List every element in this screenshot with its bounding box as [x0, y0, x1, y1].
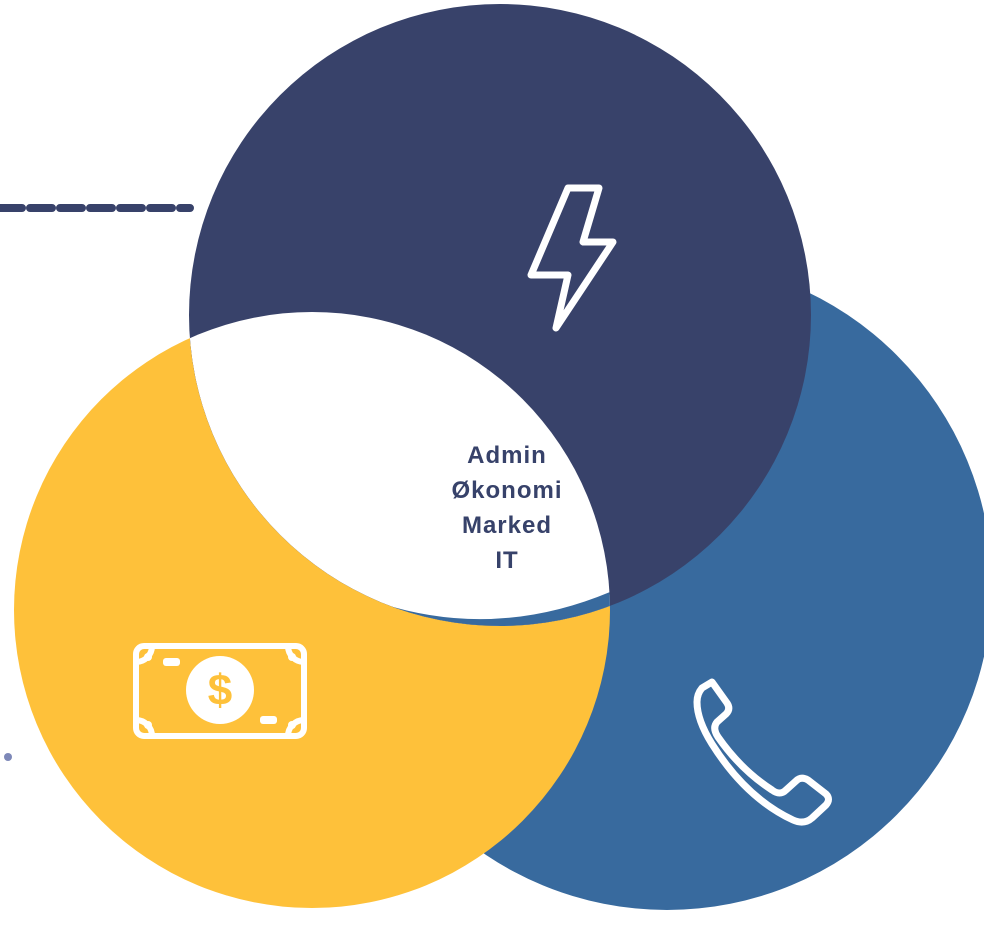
phone-icon	[693, 678, 832, 826]
dollar-bill-icon: $	[133, 643, 307, 739]
svg-text:$: $	[208, 666, 232, 715]
center-label-line-4: IT	[495, 547, 519, 574]
small-dot	[4, 753, 12, 761]
center-label-line-3: Marked	[461, 512, 553, 539]
center-label-line-1: Admin	[467, 442, 547, 469]
center-label-line-2: Økonomi	[451, 477, 563, 504]
center-label: Admin Økonomi Marked IT	[407, 438, 607, 578]
lightning-bolt-icon	[527, 184, 617, 332]
